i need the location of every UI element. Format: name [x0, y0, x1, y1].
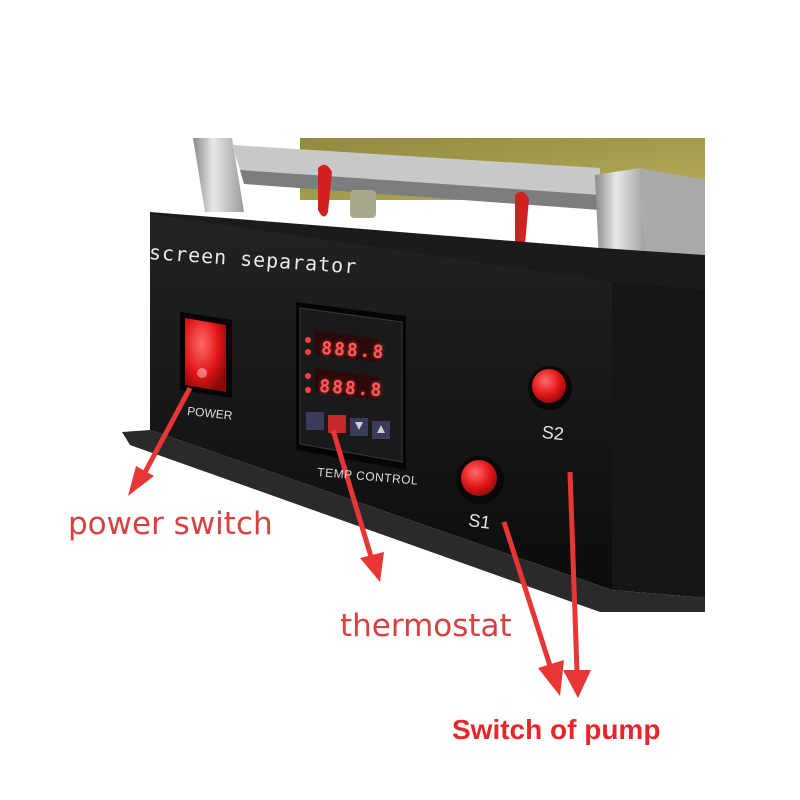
power-switch[interactable] — [180, 312, 232, 398]
thermostat-controller[interactable] — [296, 302, 406, 470]
base-plate — [122, 430, 705, 612]
callout-pump-switch: Switch of pump — [452, 714, 661, 745]
red-clip-hooks — [318, 164, 529, 249]
arrow-pump-s2 — [563, 471, 591, 698]
arrow-thermostat — [330, 429, 384, 582]
arrow-pump-s1 — [501, 521, 564, 696]
arrow-power-switch — [128, 386, 193, 496]
pump-button-s1[interactable] — [456, 456, 504, 504]
annotation-arrows — [128, 386, 591, 698]
body-top — [150, 212, 705, 290]
thermostat-keypad[interactable] — [306, 412, 390, 439]
callout-thermostat: thermostat — [340, 608, 512, 644]
body-side — [612, 282, 705, 598]
pump-s2-label: S2 — [540, 422, 565, 445]
callout-power-switch: power switch — [68, 506, 273, 542]
pump-s1-label: S1 — [467, 510, 492, 533]
thermostat-display-top: 888.8 — [320, 338, 387, 364]
thermostat-display-bottom: 888.8 — [318, 376, 385, 402]
pump-button-s2[interactable] — [528, 366, 572, 410]
